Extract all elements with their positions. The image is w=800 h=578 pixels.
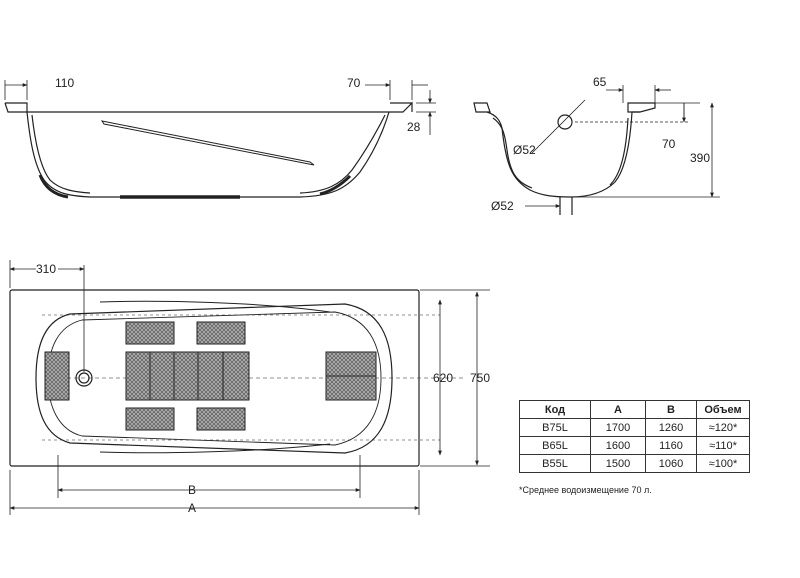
cell-a: 1700 xyxy=(590,418,646,437)
spec-table-header: Код A B Объем xyxy=(519,400,750,419)
cell-code: B65L xyxy=(519,436,591,455)
cell-volume: ≈110* xyxy=(696,436,750,455)
spec-table: Код A B Объем B75L 1700 1260 ≈120* B65L … xyxy=(519,400,750,473)
dim-overflow-height: 70 xyxy=(662,137,676,151)
table-row: B65L 1600 1160 ≈110* xyxy=(519,436,750,455)
cell-code: B75L xyxy=(519,418,591,437)
header-b: B xyxy=(645,400,697,419)
dim-inner-width: 620 xyxy=(433,371,453,385)
pad xyxy=(125,351,250,401)
side-grip xyxy=(100,120,315,166)
dim-side-left: 110 xyxy=(55,76,74,90)
table-row: B75L 1700 1260 ≈120* xyxy=(519,418,750,437)
header-code: Код xyxy=(519,400,591,419)
header-volume: Объем xyxy=(696,400,750,419)
pad xyxy=(125,407,175,431)
header-a: A xyxy=(590,400,646,419)
cross-section xyxy=(473,85,720,215)
cell-b: 1060 xyxy=(645,454,697,473)
dim-depth: 390 xyxy=(690,151,710,165)
cell-b: 1160 xyxy=(645,436,697,455)
cell-volume: ≈120* xyxy=(696,418,750,437)
table-row: B55L 1500 1060 ≈100* xyxy=(519,454,750,473)
dim-cross-top: 65 xyxy=(593,75,607,89)
cell-b: 1260 xyxy=(645,418,697,437)
cross-body xyxy=(486,111,640,198)
pad xyxy=(125,321,175,345)
dim-drain-offset: 310 xyxy=(36,262,56,276)
cross-right-rim xyxy=(627,102,656,113)
cell-a: 1500 xyxy=(590,454,646,473)
side-body xyxy=(26,111,390,198)
cell-volume: ≈100* xyxy=(696,454,750,473)
dim-a: A xyxy=(188,501,196,515)
cross-left-rim xyxy=(473,102,491,113)
anti-slip-pads xyxy=(44,321,377,431)
inner-basin xyxy=(35,303,393,454)
overflow-hole xyxy=(557,114,573,130)
cell-code: B55L xyxy=(519,454,591,473)
dim-b: B xyxy=(188,483,196,497)
table-footnote: *Среднее водоизмещение 70 л. xyxy=(519,485,652,495)
pad xyxy=(44,351,70,401)
dim-overflow-diameter: Ø52 xyxy=(513,143,536,157)
dim-drain-diameter: Ø52 xyxy=(491,199,514,213)
side-view xyxy=(4,80,436,199)
side-rim xyxy=(4,101,413,113)
dim-outer-width: 750 xyxy=(470,371,490,385)
dim-side-right: 70 xyxy=(347,76,361,90)
cell-a: 1600 xyxy=(590,436,646,455)
pad xyxy=(196,321,246,345)
top-view xyxy=(9,260,490,515)
pad xyxy=(196,407,246,431)
dim-side-rim: 28 xyxy=(407,120,421,134)
